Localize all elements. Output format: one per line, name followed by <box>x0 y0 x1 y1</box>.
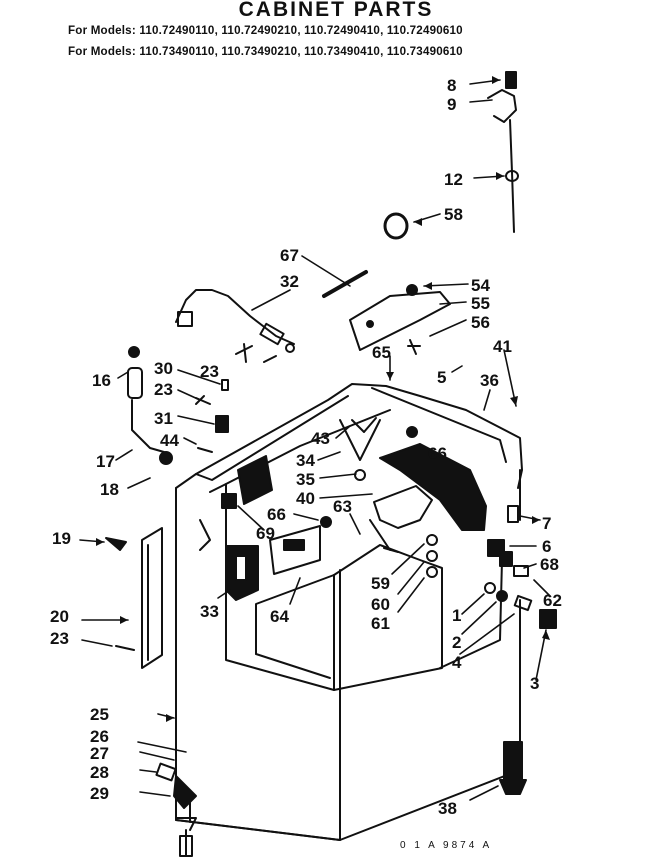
cabinet-body <box>175 383 523 841</box>
callout-64: 64 <box>270 607 289 626</box>
callout-58: 58 <box>444 205 463 224</box>
page-title: CABINET PARTS <box>238 0 434 21</box>
callout-6: 6 <box>542 537 552 556</box>
callout-16: 16 <box>92 371 111 390</box>
callout-66-lower: 66 <box>267 505 286 524</box>
callout-26: 26 <box>90 727 109 746</box>
inner-left-components <box>199 455 321 601</box>
right-small-parts <box>426 505 557 629</box>
callout-60: 60 <box>371 595 390 614</box>
callout-44: 44 <box>160 431 179 450</box>
callout-23-upper: 23 <box>200 362 219 381</box>
callout-31: 31 <box>154 409 173 428</box>
lower-left-parts <box>105 537 197 857</box>
callout-34: 34 <box>296 451 315 470</box>
callout-23-mid: 23 <box>154 380 173 399</box>
cable-assembly <box>175 270 368 353</box>
callout-27: 27 <box>90 744 109 763</box>
side-panel <box>141 527 163 669</box>
callout-38: 38 <box>438 799 457 818</box>
drain-hose <box>383 71 519 240</box>
callout-40: 40 <box>296 489 315 508</box>
callout-61: 61 <box>371 614 390 633</box>
callout-41: 41 <box>493 337 512 356</box>
callout-32: 32 <box>280 272 299 291</box>
callout-1: 1 <box>452 606 462 625</box>
callout-67: 67 <box>280 246 299 265</box>
callout-56: 56 <box>471 313 490 332</box>
callout-55: 55 <box>471 294 490 313</box>
leveling-leg <box>499 741 527 795</box>
callout-63: 63 <box>333 497 352 516</box>
callout-17: 17 <box>96 452 115 471</box>
model-list-line-2: For Models: 110.73490110, 110.73490210, … <box>68 45 463 58</box>
callout-30: 30 <box>154 359 173 378</box>
callout-68: 68 <box>540 555 559 574</box>
callout-2: 2 <box>452 633 462 652</box>
callout-20: 20 <box>50 607 69 626</box>
callout-54: 54 <box>471 276 490 295</box>
model-list-line-1: For Models: 110.72490110, 110.72490210, … <box>68 24 463 37</box>
callout-35: 35 <box>296 470 315 489</box>
callout-62: 62 <box>543 591 562 610</box>
callout-36: 36 <box>480 371 499 390</box>
callout-25: 25 <box>90 705 109 724</box>
callout-69: 69 <box>256 524 275 543</box>
arrowheads <box>96 76 550 722</box>
callout-23-lower: 23 <box>50 629 69 648</box>
center-components <box>320 417 487 553</box>
callout-12: 12 <box>444 170 463 189</box>
callout-59: 59 <box>371 574 390 593</box>
top-bracket <box>349 284 451 355</box>
callout-4: 4 <box>452 653 462 672</box>
callout-8: 8 <box>447 76 457 95</box>
callout-29: 29 <box>90 784 109 803</box>
callout-65: 65 <box>372 343 391 362</box>
callout-19: 19 <box>52 529 71 548</box>
callout-9: 9 <box>447 95 457 114</box>
diagram-reference-code: 0 1 A 9874 A <box>400 840 493 851</box>
callout-7: 7 <box>542 514 552 533</box>
callout-43: 43 <box>311 429 330 448</box>
callout-5: 5 <box>437 368 447 387</box>
callout-28: 28 <box>90 763 109 782</box>
callout-3: 3 <box>530 674 540 693</box>
callout-33: 33 <box>200 602 219 621</box>
callout-18: 18 <box>100 480 119 499</box>
callout-66-upper: 66 <box>428 444 447 463</box>
